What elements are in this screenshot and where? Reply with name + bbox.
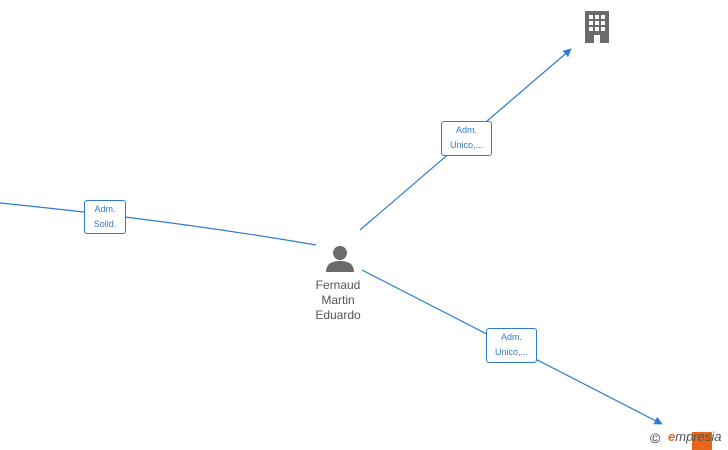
edge-label-line: Adm. [94,204,116,214]
edge-label-from-left[interactable]: Adm. Solid. [84,200,126,234]
building-icon[interactable] [585,11,609,43]
brand-logo-box [692,432,712,450]
person-name[interactable]: Fernaud Martin Eduardo [298,278,378,323]
copyright-symbol: © [650,430,661,446]
edge-label-line: Adm. [455,125,477,135]
brand-rest: mpresia [675,429,722,444]
edge-label-line: Solid. [93,219,117,229]
edge-label-line: Adm. [500,332,522,342]
brand-initial: e [668,429,676,444]
brand-logo[interactable]: empresia [668,429,721,444]
person-icon[interactable] [326,246,354,272]
edge-label-line: Unico,... [494,347,528,357]
edge-label-to-company[interactable]: Adm. Unico,... [441,121,492,156]
person-name-line: Eduardo [315,308,361,322]
person-name-line: Fernaud [315,278,361,292]
edge-label-line: Unico,... [449,140,483,150]
person-name-line: Martin [321,293,355,307]
edge-from-left[interactable] [0,202,317,246]
edge-label-to-bottom-right[interactable]: Adm. Unico,... [486,328,537,363]
